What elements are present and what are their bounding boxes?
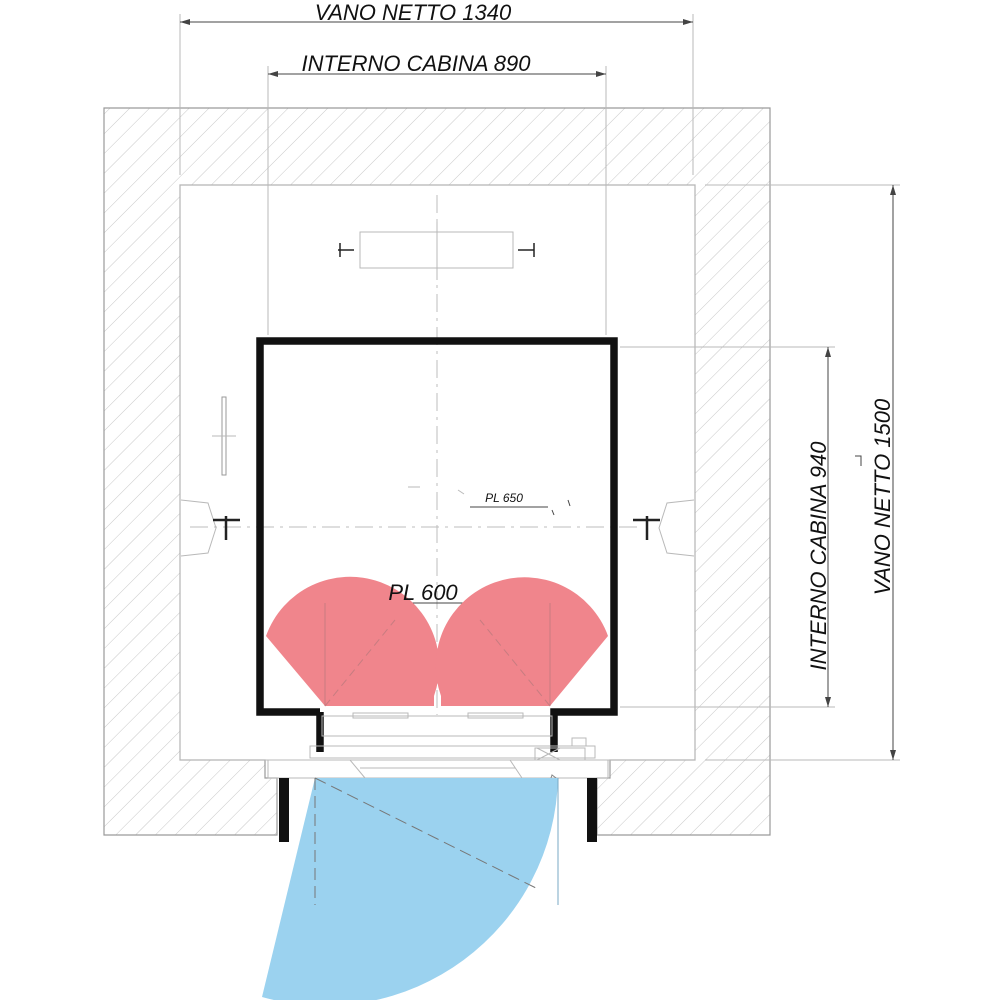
car-walls bbox=[256, 337, 618, 752]
landing-door-swing bbox=[262, 777, 559, 1000]
guide-rail-right bbox=[633, 499, 695, 557]
landing-door-label: PL 650 bbox=[485, 491, 523, 505]
counterweight bbox=[338, 222, 535, 280]
door-jambs bbox=[279, 778, 597, 842]
car-depth-label: INTERNO CABINA 940 bbox=[806, 441, 831, 671]
landing-door-marks bbox=[408, 486, 571, 516]
car-door-label: PL 600 bbox=[388, 580, 458, 605]
dimension-lines bbox=[180, 19, 896, 760]
side-rail-element bbox=[212, 396, 236, 476]
centerlines bbox=[190, 195, 640, 715]
guide-rail-left bbox=[180, 499, 240, 557]
shaft-width-label: VANO NETTO 1340 bbox=[315, 0, 512, 25]
car-width-label: INTERNO CABINA 890 bbox=[301, 51, 531, 76]
car-door-swing bbox=[266, 576, 608, 707]
extension-lines bbox=[179, 14, 900, 761]
shaft-depth-label: VANO NETTO 1500 bbox=[870, 398, 895, 595]
